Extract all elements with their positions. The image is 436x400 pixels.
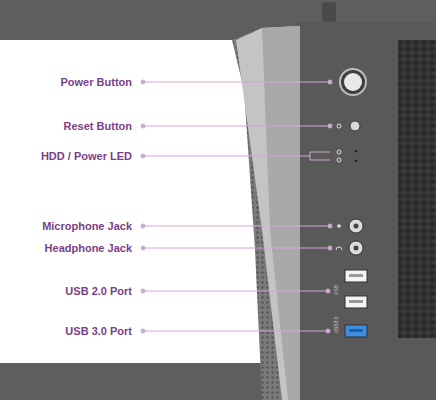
usb2-port — [345, 296, 367, 308]
port-marking: USB — [333, 285, 339, 295]
hdd-icon — [337, 150, 341, 154]
headphone-jack — [349, 241, 363, 255]
headphone-icon — [336, 247, 342, 250]
port-tongue — [349, 274, 363, 277]
power-icon — [337, 158, 341, 162]
part-label: USB 2.0 Port — [65, 284, 132, 298]
reset-button — [350, 121, 360, 131]
power-led — [355, 160, 358, 163]
part-label: USB 3.0 Port — [65, 324, 132, 338]
white-panel — [0, 40, 268, 363]
hdd-led — [355, 150, 358, 153]
microphone-jack — [349, 219, 363, 233]
top-knob — [322, 2, 336, 22]
part-label: Headphone Jack — [45, 241, 132, 255]
port-tongue — [349, 329, 363, 332]
jack-hole — [354, 246, 359, 251]
part-label: Reset Button — [64, 119, 132, 133]
mic-icon — [337, 224, 341, 228]
part-label: Microphone Jack — [42, 219, 132, 233]
part-label: HDD / Power LED — [41, 149, 132, 163]
port-tongue — [349, 300, 363, 303]
reset-icon — [337, 124, 341, 128]
leader-lines — [141, 80, 332, 333]
usb2-port — [345, 270, 367, 282]
jack-hole — [354, 224, 359, 229]
part-label: Power Button — [61, 75, 133, 89]
front-mesh — [398, 40, 436, 338]
usb3-port — [345, 325, 367, 337]
port-marking: USB3.0 — [333, 316, 339, 333]
case-front — [296, 22, 436, 400]
power-button-cap — [344, 73, 362, 91]
power-button — [340, 69, 366, 95]
